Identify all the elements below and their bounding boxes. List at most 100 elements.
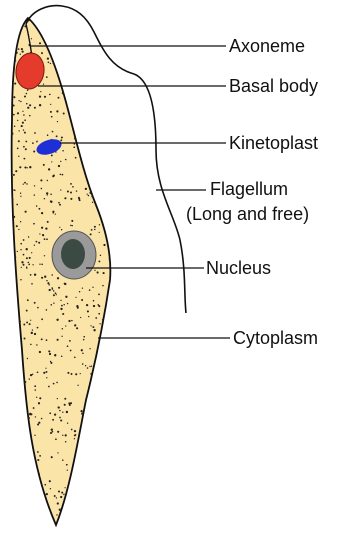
- granule: [60, 308, 62, 310]
- granule: [67, 303, 68, 304]
- granule: [58, 287, 60, 289]
- granule: [62, 313, 64, 315]
- granule: [97, 271, 99, 273]
- granule: [29, 414, 31, 416]
- granule: [49, 353, 51, 355]
- granule: [51, 116, 53, 118]
- granule: [62, 92, 64, 94]
- granule: [42, 234, 44, 236]
- granule: [67, 372, 69, 374]
- granule: [56, 294, 57, 295]
- granule: [19, 166, 21, 168]
- granule: [57, 339, 59, 341]
- granule: [36, 141, 37, 142]
- granule: [103, 244, 105, 246]
- granule: [11, 133, 13, 135]
- granule: [75, 373, 77, 375]
- granule: [37, 451, 39, 453]
- granule: [70, 225, 72, 227]
- granule: [21, 125, 23, 127]
- granule: [78, 197, 80, 199]
- granule: [61, 229, 62, 230]
- granule: [21, 267, 22, 268]
- granule: [28, 417, 30, 419]
- granule: [36, 344, 37, 345]
- granule: [52, 62, 53, 63]
- granule: [93, 329, 95, 331]
- granule: [15, 60, 16, 61]
- granule: [57, 452, 58, 453]
- granule: [20, 279, 21, 280]
- granule: [22, 51, 24, 53]
- granule: [34, 132, 36, 134]
- granule: [13, 216, 15, 218]
- granule: [69, 340, 71, 342]
- granule: [90, 325, 91, 326]
- granule: [47, 221, 49, 223]
- granule: [20, 101, 21, 102]
- granule: [58, 490, 60, 492]
- granule: [77, 385, 78, 386]
- flagellum-label: Flagellum: [210, 179, 288, 199]
- granule: [47, 282, 49, 284]
- granule: [70, 198, 72, 200]
- granule: [98, 305, 99, 306]
- granule: [65, 325, 66, 326]
- axoneme-label: Axoneme: [229, 36, 305, 56]
- granule: [71, 220, 73, 222]
- granule: [41, 418, 43, 420]
- granule: [82, 287, 83, 288]
- granule: [20, 249, 21, 250]
- granule: [51, 274, 53, 276]
- granule: [31, 283, 33, 285]
- granule: [62, 412, 63, 413]
- granule: [83, 336, 85, 338]
- granule: [39, 233, 40, 234]
- granule: [24, 182, 26, 184]
- granule: [26, 183, 27, 184]
- granule: [98, 293, 100, 295]
- granule: [30, 274, 32, 276]
- granule: [91, 195, 93, 197]
- granule: [41, 52, 43, 54]
- granule: [81, 349, 83, 351]
- granule: [87, 367, 89, 369]
- granule: [63, 494, 64, 495]
- granule: [23, 239, 25, 241]
- granule: [60, 300, 61, 301]
- granule: [53, 302, 54, 303]
- granule: [90, 373, 92, 375]
- granule: [39, 397, 41, 399]
- granule: [28, 264, 30, 266]
- granule: [17, 251, 18, 252]
- granule: [49, 289, 51, 291]
- granule: [73, 146, 75, 148]
- granule: [43, 83, 44, 84]
- granule: [94, 270, 95, 271]
- granule: [25, 211, 27, 213]
- granule: [70, 183, 72, 185]
- granule: [52, 131, 54, 133]
- granule: [38, 422, 40, 424]
- granule: [21, 48, 23, 50]
- granule: [27, 89, 29, 91]
- granule: [72, 225, 73, 226]
- granule: [26, 167, 27, 168]
- granule: [81, 413, 83, 415]
- granule: [54, 495, 56, 497]
- granule: [51, 287, 52, 288]
- granule: [82, 352, 84, 354]
- granule: [49, 480, 51, 482]
- granule: [41, 264, 43, 266]
- granule: [13, 104, 15, 106]
- granule: [60, 161, 61, 162]
- granule: [26, 248, 28, 250]
- granule: [32, 264, 33, 265]
- granule: [56, 135, 58, 137]
- granule: [63, 113, 65, 115]
- granule: [45, 368, 46, 369]
- granule: [26, 257, 28, 259]
- granule: [48, 350, 50, 352]
- granule: [17, 148, 19, 150]
